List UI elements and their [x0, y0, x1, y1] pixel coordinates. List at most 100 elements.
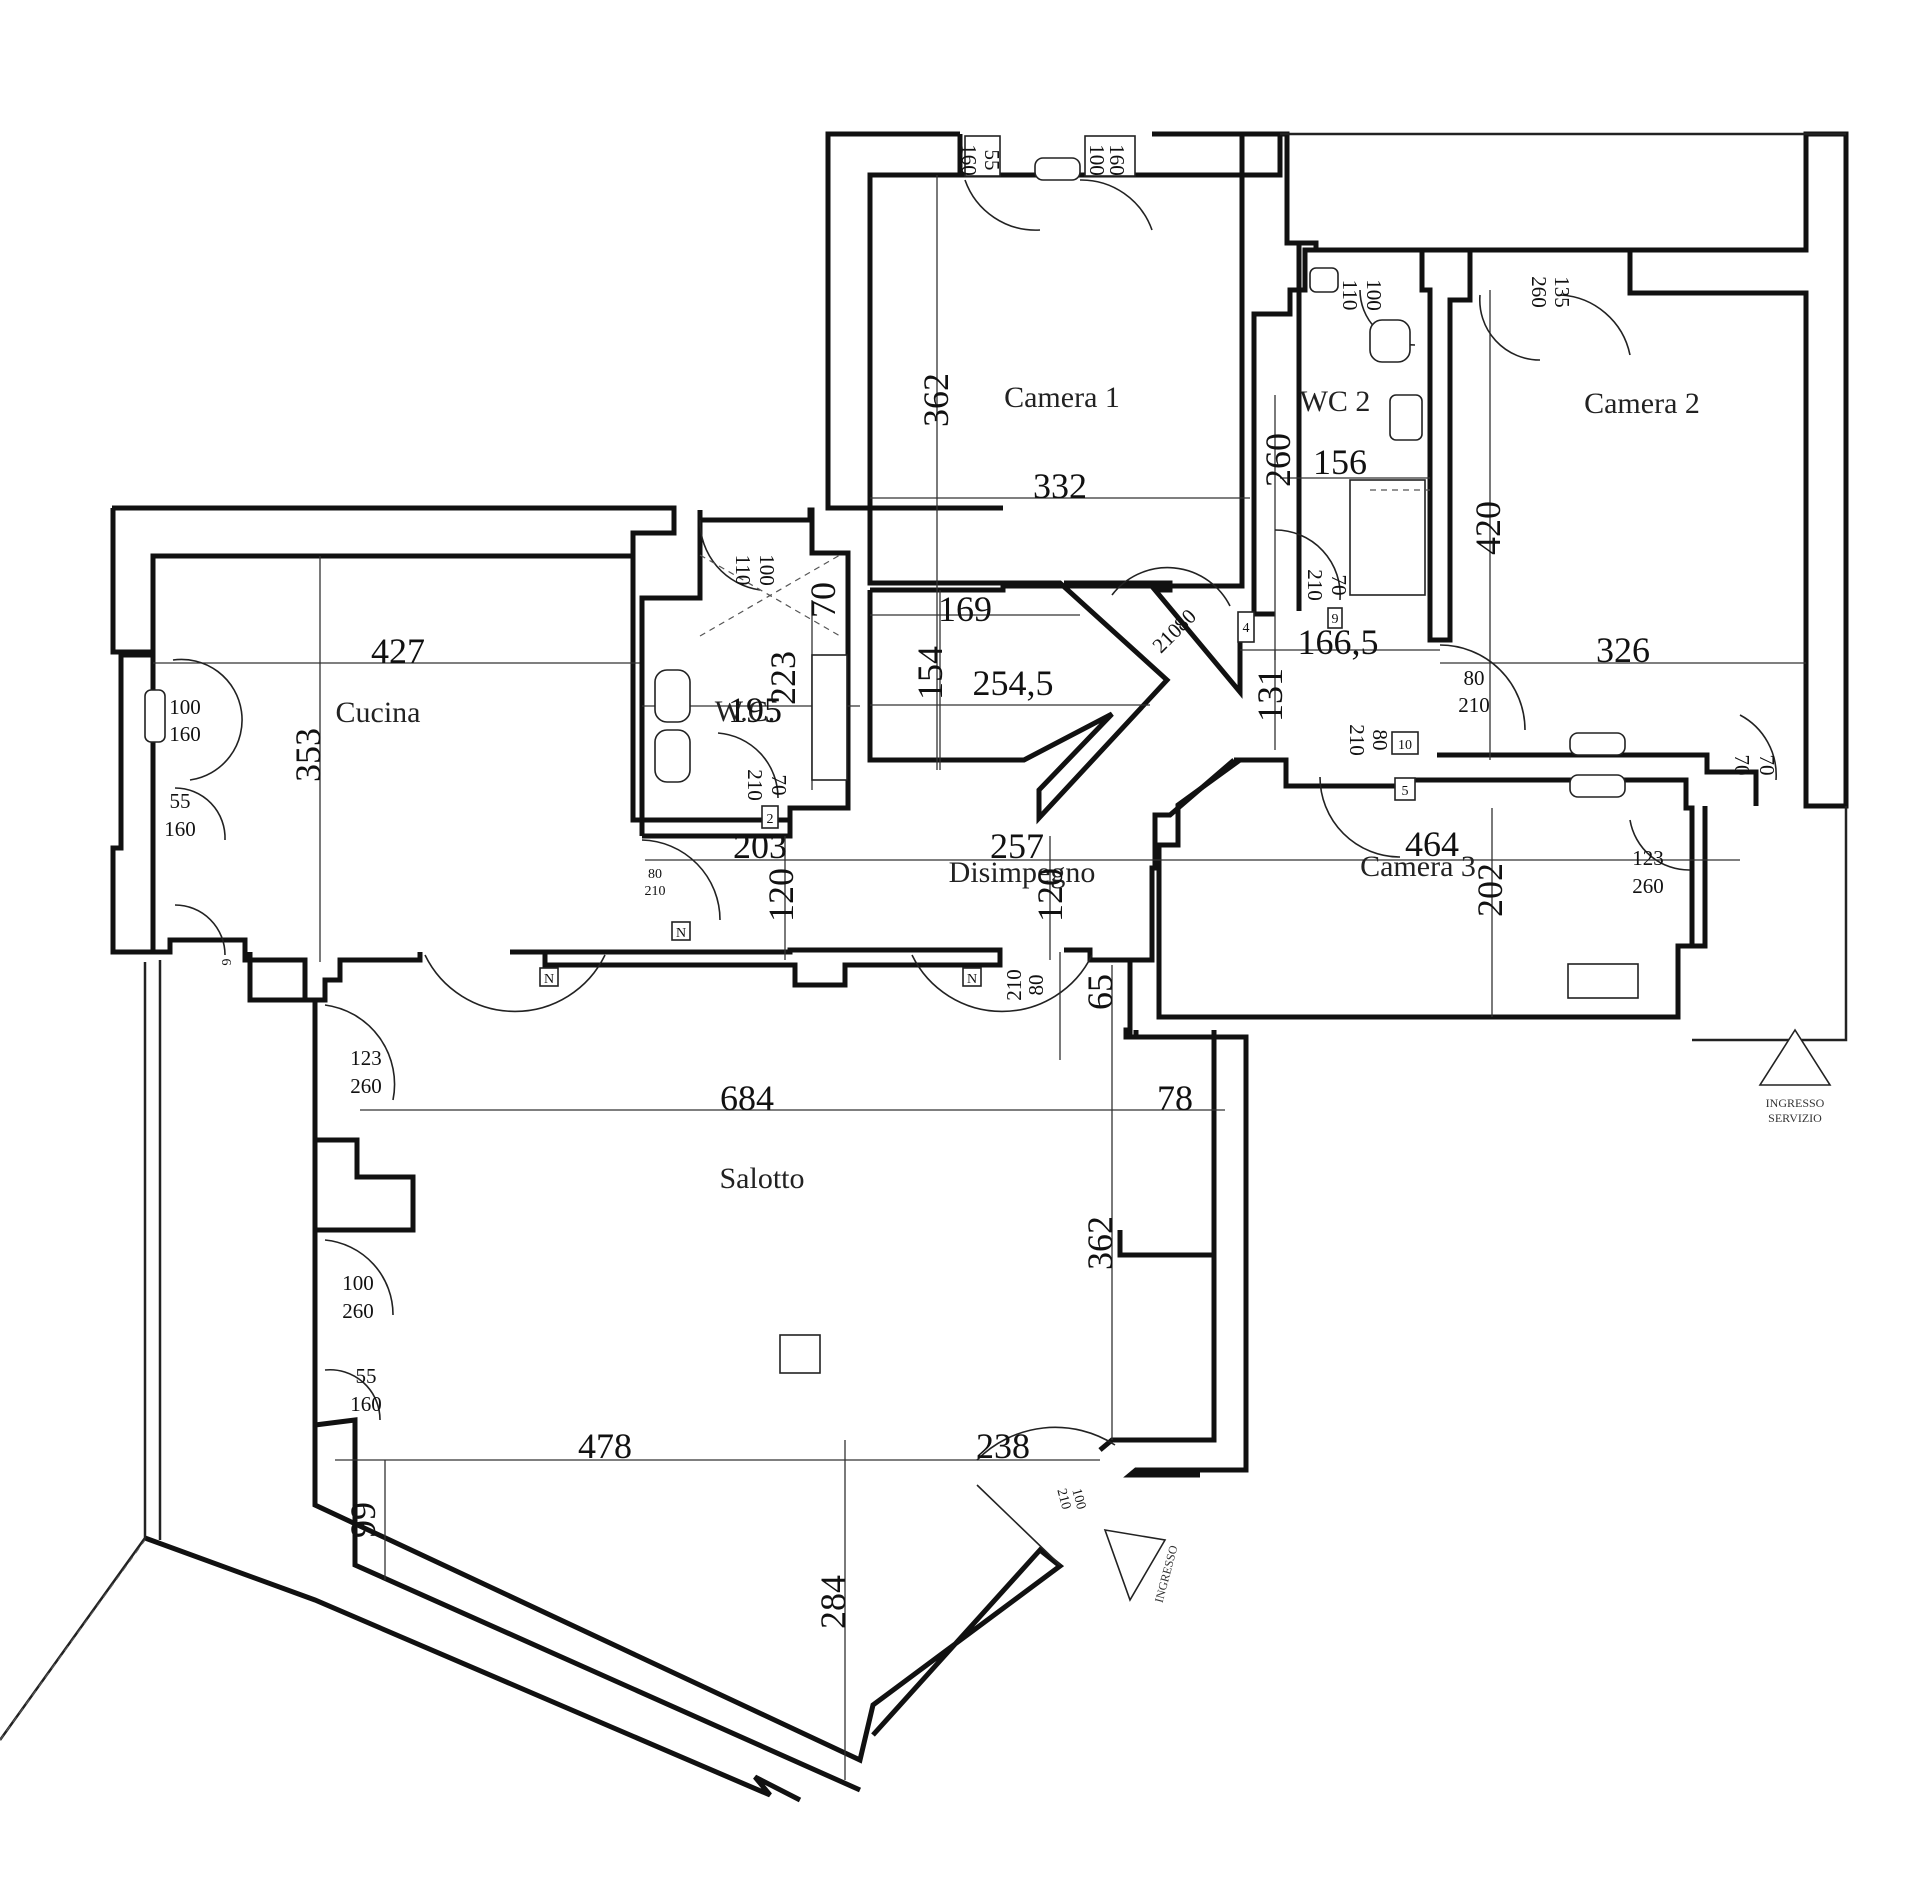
dim-camera1-h: 362 [916, 373, 956, 427]
marker-10: 10 [1398, 738, 1412, 753]
door-swing-service[interactable] [1739, 714, 1777, 781]
door-swing-kitchen-win[interactable] [172, 658, 243, 781]
wall-wc1 [639, 507, 851, 823]
doors [172, 179, 1777, 1566]
marker-n3: N [967, 972, 977, 987]
marker-box-n2 [671, 921, 691, 941]
toilet-wc1 [654, 729, 691, 783]
radiator-camera2 [1569, 732, 1626, 756]
open-sal-win1-w: 123 [350, 1046, 382, 1070]
sink-wc2 [1389, 394, 1423, 441]
dim-dis-w1: 203 [733, 826, 787, 866]
dim-wc2-w: 156 [1313, 442, 1367, 482]
door-swing-camera3-win[interactable] [1629, 819, 1691, 871]
door-swing-cucina[interactable] [641, 839, 721, 921]
open-dis-door-h: 210 [1002, 969, 1026, 1001]
dimension-labels: 362 332 260 156 420 326 427 353 223 195 … [288, 373, 1650, 1629]
dim-rip-h: 154 [910, 646, 950, 700]
door-leaf-entry[interactable] [976, 1484, 1061, 1566]
entrance-service-line2: SERVIZIO [1768, 1111, 1822, 1125]
dimension-lines [153, 175, 1806, 1780]
room-label-salotto: Salotto [719, 1162, 804, 1195]
dim-camera2-w: 326 [1596, 630, 1650, 670]
open-cuc-door-h: 210 [645, 884, 666, 899]
dim-salotto-h2: 284 [813, 1575, 853, 1629]
open-entry-w: 100 [1068, 1487, 1088, 1511]
marker-n1: N [544, 972, 554, 987]
door-swing-salotto-2[interactable] [911, 954, 1093, 1013]
open-top-left-w: 55 [980, 150, 1004, 171]
door-swing-camera1[interactable] [1111, 566, 1231, 607]
wall-kitchen-inner [630, 556, 645, 836]
door-swing-camera2-win2[interactable] [1559, 294, 1631, 356]
marker-box-4 [1237, 611, 1255, 643]
dim-salotto-s: 99 [343, 1502, 383, 1538]
window-camera1-right [1084, 135, 1136, 177]
door-swing-entry[interactable] [976, 1426, 1116, 1461]
dim-camera3-w: 464 [1405, 824, 1459, 864]
wall-wing-top [1287, 131, 1849, 809]
room-label-camera1: Camera 1 [1004, 381, 1120, 414]
dim-salotto-w: 684 [720, 1078, 774, 1118]
door-swing-camera3[interactable] [1319, 776, 1401, 858]
dim-wall-65: 65 [1080, 974, 1120, 1010]
open-cam3-win-w: 123 [1632, 846, 1664, 870]
marker-5: 5 [1402, 784, 1409, 799]
wall-balcony-right [1692, 806, 1848, 1042]
open-top-left-h: 160 [957, 144, 981, 176]
open-cam3-win-h: 260 [1632, 874, 1664, 898]
dashed-wc1-b [699, 554, 841, 637]
marker-n2: N [676, 926, 686, 941]
open-cam2-win-h: 260 [1527, 276, 1551, 308]
radiator-kitchen [144, 689, 166, 743]
door-swing-salotto-win3[interactable] [324, 1368, 381, 1421]
dim-salotto-h: 362 [1080, 1216, 1120, 1270]
dim-camera1-w: 332 [1033, 466, 1087, 506]
door-swing-salotto-1[interactable] [424, 954, 606, 1013]
door-swing-salotto-win1[interactable] [324, 1004, 396, 1101]
open-wc2-win-w: 100 [1362, 279, 1386, 311]
open-sal-win3-h: 160 [350, 1392, 382, 1416]
door-swing-kitchen-win2[interactable] [174, 787, 226, 841]
door-swing-wc1[interactable] [717, 732, 779, 799]
room-label-camera3: Camera 3 [1360, 850, 1476, 883]
wall-salotto-top [247, 952, 423, 1003]
open-wc1-door-w: 70 [767, 775, 791, 796]
open-cuc-win2-h: 160 [164, 817, 196, 841]
dim-wc1-h: 223 [763, 651, 803, 705]
column-salotto [779, 1334, 821, 1374]
open-sal-win3-w: 55 [356, 1364, 377, 1388]
cabinet-camera3 [1567, 963, 1639, 999]
room-label-camera2: Camera 2 [1584, 387, 1700, 420]
open-serv-door-h: 70 [1755, 755, 1779, 776]
wall-salotto-divider [510, 947, 1003, 988]
open-cuc-win-w: 100 [169, 695, 201, 719]
door-swing-wc1-win[interactable] [699, 519, 761, 591]
radiator-camera1 [1034, 157, 1081, 181]
wall-salotto-bottom [312, 1425, 1065, 1764]
dim-rip-w2: 254,5 [973, 663, 1054, 703]
door-swing-camera2-win[interactable] [1479, 294, 1541, 361]
door-swing-salotto-win2[interactable] [324, 1239, 394, 1316]
wall-ripostiglio [867, 580, 1171, 825]
marker-box-n3 [962, 967, 982, 987]
door-swing-camera1-win2[interactable] [1079, 179, 1153, 231]
room-label-cucina: Cucina [336, 696, 421, 729]
markers: 4 9 10 5 2 N N N [544, 612, 1412, 987]
door-swing-kitchen-balcony[interactable] [174, 904, 226, 956]
marker-2: 2 [767, 812, 774, 827]
open-cuc-door-w: 80 [648, 867, 662, 882]
room-label-wc1: W.C. [715, 695, 776, 728]
wall-salotto-left [314, 1417, 862, 1793]
wall-camera3 [1156, 757, 1695, 1020]
marker-box-5 [1394, 777, 1416, 801]
open-sal-win2-w: 100 [342, 1271, 374, 1295]
marker-box-n1 [539, 967, 559, 987]
dim-dis-h1: 120 [761, 868, 801, 922]
door-swing-camera2[interactable] [1439, 644, 1526, 731]
window-camera1-left [964, 135, 1001, 177]
door-swing-camera1-win[interactable] [964, 179, 1041, 231]
door-swing-wc2[interactable] [1274, 529, 1341, 601]
dim-rip-w1: 169 [938, 589, 992, 629]
marker-9: 9 [1332, 612, 1339, 627]
